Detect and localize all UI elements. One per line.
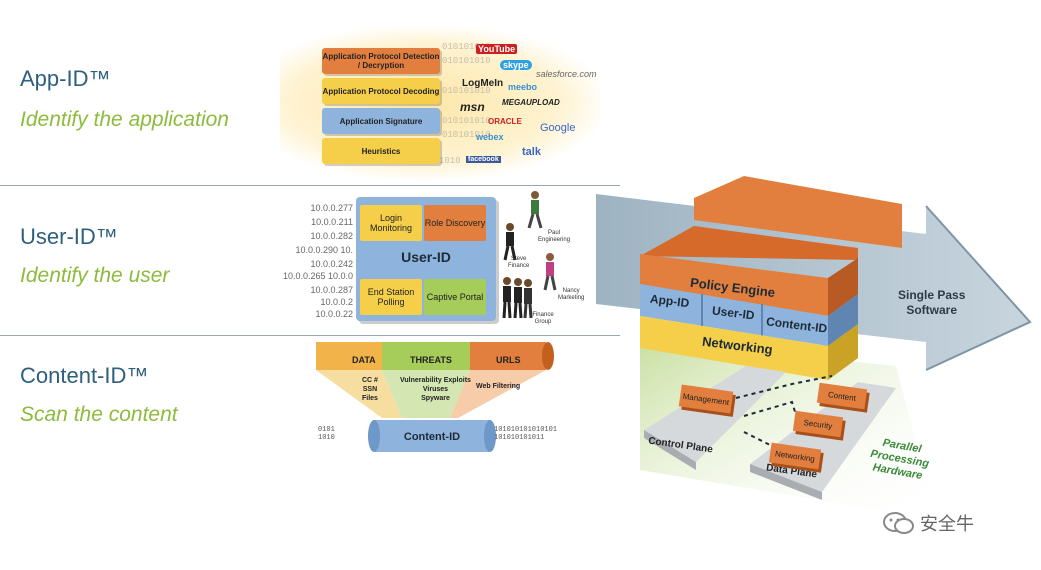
app-bits-2: 010101010 — [442, 56, 491, 66]
role-discovery-cell: Role Discovery — [424, 205, 486, 241]
ip-8: 10.0.0.2 — [320, 297, 353, 307]
logo-google: Google — [540, 122, 576, 134]
single-pass-software-label: Single Pass Software — [898, 288, 966, 317]
divider-2 — [0, 335, 620, 336]
app-layer-heuristics: Heuristics — [322, 138, 440, 164]
person-steve-icon — [503, 223, 517, 261]
ip-1: 10.0.0.277 — [310, 203, 353, 213]
captive-portal-cell: Captive Portal — [424, 279, 486, 315]
threat-items: Vulnerability Exploits Viruses Spyware — [400, 377, 471, 402]
app-bits-3: 010101010 — [442, 86, 491, 96]
app-bits-5: 010101010 — [442, 130, 491, 140]
logo-youtube: YouTube — [476, 44, 518, 54]
logo-meebo: meebo — [508, 82, 538, 92]
logo-webex: webex — [476, 132, 504, 142]
logo-msn: msn — [460, 100, 485, 114]
user-id-label: User-ID — [401, 249, 451, 265]
content-funnel — [316, 342, 554, 452]
app-id-title: App-ID™ — [20, 66, 111, 91]
ip-4: 10.0.0.290 10. — [295, 245, 353, 255]
login-monitoring-cell: Login Monitoring — [360, 205, 422, 241]
finance-group-label: Finance Group — [532, 312, 554, 325]
logo-logmein: LogMeIn — [462, 78, 504, 89]
logo-salesforce: salesforce.com — [536, 69, 597, 79]
wechat-icon — [883, 512, 914, 534]
person-paul-icon — [527, 191, 543, 229]
watermark-text: 安全牛 — [920, 514, 974, 535]
person-nancy-icon — [543, 253, 557, 291]
ip-2: 10.0.0.211 — [311, 217, 353, 227]
ip-6: 10.0.0.265 10.0.0 — [282, 271, 353, 281]
app-bits-4: 010101010 — [442, 116, 491, 126]
app-layer-decoding: Application Protocol Decoding — [322, 78, 440, 104]
content-id-subtitle: Scan the content — [20, 403, 178, 426]
user-id-title: User-ID™ — [20, 224, 118, 249]
logo-talk: talk — [522, 146, 541, 158]
ip-5: 10.0.0.242 — [310, 259, 353, 269]
data-header: DATA — [352, 355, 376, 365]
content-id-pipe-label: Content-ID — [403, 431, 461, 443]
data-items: CC # SSN Files — [362, 377, 378, 402]
urls-header: URLS — [496, 355, 521, 365]
app-id-subtitle: Identify the application — [20, 108, 229, 131]
architecture-3d — [596, 176, 1032, 520]
logo-skype: skype — [500, 60, 532, 70]
content-bits-right: 101010101010101 101010101011 — [494, 426, 558, 442]
ip-9: 10.0.0.22 — [315, 309, 353, 319]
app-layer-signature: Application Signature — [322, 108, 440, 134]
end-station-polling-cell: End Station Polling — [360, 279, 422, 315]
content-bits-left: 0101 1010 — [318, 426, 335, 442]
logo-megaupload: MEGAUPLOAD — [502, 98, 560, 107]
divider-1 — [0, 185, 620, 186]
content-id-title: Content-ID™ — [20, 363, 149, 388]
app-bits-1: 010101010 — [442, 42, 491, 52]
url-items: Web Filtering — [476, 383, 521, 390]
finance-group-icon — [502, 277, 533, 319]
threats-header: THREATS — [410, 355, 452, 365]
logo-facebook: facebook — [466, 156, 501, 163]
ip-3: 10.0.0.282 — [310, 231, 353, 241]
ip-7: 10.0.0.287 — [310, 285, 353, 295]
user-id-subtitle: Identify the user — [20, 264, 170, 287]
app-layer-detection: Application Protocol Detection / Decrypt… — [322, 48, 440, 74]
user-id-box: Login Monitoring Role Discovery User-ID … — [356, 197, 496, 321]
logo-oracle: ORACLE — [488, 117, 522, 126]
